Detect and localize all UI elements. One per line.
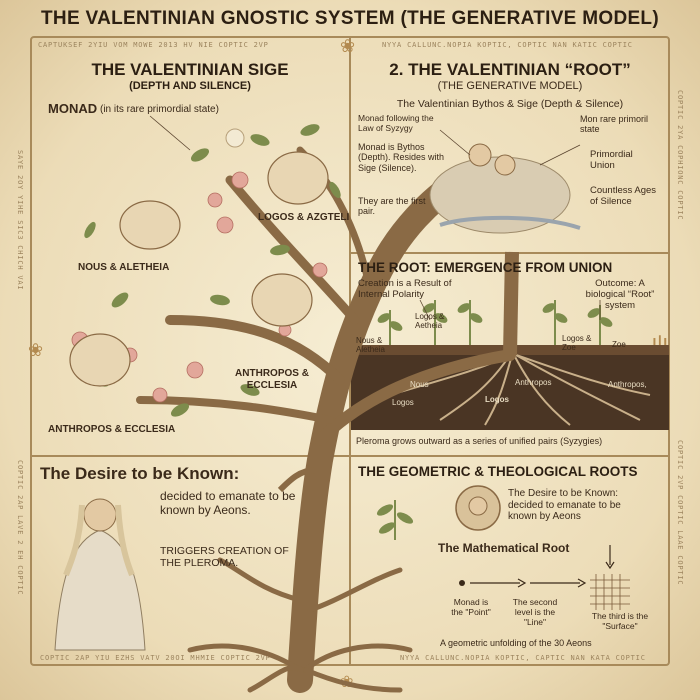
geometric-desire-note: The Desire to be Known: decided to emana…	[508, 488, 621, 522]
root-label-logos: Logos	[392, 398, 414, 407]
sige-title: THE VALENTINIAN SIGE	[91, 60, 289, 79]
annotation-connectors	[149, 115, 601, 321]
root-label-anthropos: Anthropos	[515, 378, 552, 387]
note-internal-polarity: Creation is a Result of Internal Polarit…	[358, 278, 452, 300]
desire-trigger: TRIGGERS CREATION OF THE PLEROMA.	[160, 545, 289, 570]
soil-roots	[389, 354, 651, 426]
geometric-surface: The third is the "Surface"	[591, 611, 649, 631]
emergence-footer: Pleroma grows outward as a series of uni…	[356, 436, 603, 446]
border-text-right-lower: COPTIC 2YA COPHIONC COPTIC	[676, 90, 684, 221]
border-text-left-lower: SAYE 2OY YIHE SIC3 CHICH VAI	[16, 150, 24, 291]
desire-body: decided to emanate to be known by Aeons.	[160, 489, 296, 517]
lotus-left-icon: ❀	[28, 340, 44, 360]
mathematical-root-label: The Mathematical Root	[438, 541, 570, 555]
bythos-heading: The Valentinian Bythos & Sige (Depth & S…	[396, 98, 624, 110]
note-rare-state: Mon rare primoril state	[580, 114, 649, 135]
sige-subtitle: (DEPTH AND SILENCE)	[129, 80, 251, 92]
tree-lower-roots	[187, 557, 413, 693]
main-title: THE VALENTINIAN GNOSTIC SYSTEM (THE GENE…	[41, 8, 659, 29]
geometric-footer: A geometric unfolding of the 30 Aeons	[440, 638, 592, 648]
desire-title: The Desire to be Known:	[40, 464, 240, 483]
geometric-point: Monad is the "Point"	[451, 597, 491, 617]
note-law-of-syzygy: Monad following the Law of Syzygy	[358, 113, 434, 133]
emergence-title: THE ROOT: EMERGENCE FROM UNION	[358, 260, 613, 275]
root-label-nous: Nous	[410, 380, 429, 389]
label-nous-aletheia: NOUS & ALETHEIA	[78, 262, 170, 273]
bythos-sige-couple	[429, 143, 581, 234]
note-monad-bythos: Monad is Bythos (Depth). Resides with Si…	[358, 142, 445, 173]
label-anthropos-ecclesia-right: ANTHROPOS & ECCLESIA	[235, 368, 309, 391]
sprout-logos-zoe: Logos & Zoe	[562, 334, 592, 353]
divider-emergence-geometric	[351, 455, 669, 457]
divider-sige-desire	[31, 455, 349, 457]
border-text-top-left: CAPTUKSEF 2YIU VOM MOWE 2013 HV NIE COPT…	[38, 41, 269, 49]
border-text-top-right: NYYA CALLUNC.NOPIA KOPTIC, COPTIC NAN KA…	[382, 41, 633, 49]
geometric-artwork	[376, 485, 630, 610]
geometric-title: THE GEOMETRIC & THEOLOGICAL ROOTS	[358, 464, 638, 479]
monad-label: MONAD	[48, 101, 98, 116]
sprout-logos-aetheia: Logos & Aetheia	[415, 312, 445, 331]
label-anthropos-ecclesia-bottom: ANTHROPOS & ECCLESIA	[48, 424, 176, 435]
sprout-nous-aletheia: Nous & Aletheia	[356, 336, 385, 355]
border-text-right-side: COPTIC 2VP COPTIC LAAE COPTIC	[676, 440, 684, 586]
geometric-line: The second level is the "Line"	[512, 597, 558, 627]
border-text-left-side: COPTIC 2AP LAVE 2 EH COPTIC	[16, 460, 24, 596]
border-text-bottom-left: COPTIC 2AP YIU EZHS VATV 20OI MHMIE COPT…	[40, 654, 271, 662]
monad-blossom	[225, 128, 245, 148]
desire-figure	[54, 498, 146, 651]
monad-note: (in its rare primordial state)	[100, 104, 219, 115]
note-biological-root: Outcome: A biological “Root” system	[585, 278, 655, 311]
sprout-zoe: Zoe	[612, 340, 626, 349]
lotus-top-icon: ❀	[340, 36, 356, 56]
tree-figures	[69, 151, 329, 387]
root-label-anthropos-right: Anthropos,	[608, 380, 647, 389]
emergence-sprouts	[377, 300, 613, 345]
border-text-bottom-right: NYYA CALLUNC.NOPIA KOPTIC, CAPTIC NAN KA…	[400, 654, 646, 662]
root-subtitle: (THE GENERATIVE MODEL)	[437, 80, 583, 92]
root-label-logos-mid: Logos	[485, 395, 509, 404]
note-ages-of-silence: Countless Ages of Silence	[590, 185, 657, 207]
label-logos-azgteli: LOGOS & AZGTELI	[258, 212, 350, 223]
root-title: 2. THE VALENTINIAN “ROOT”	[389, 60, 631, 79]
note-primordial-union: Primordial Union	[590, 149, 633, 171]
note-first-pair: They are the first pair.	[358, 196, 426, 217]
